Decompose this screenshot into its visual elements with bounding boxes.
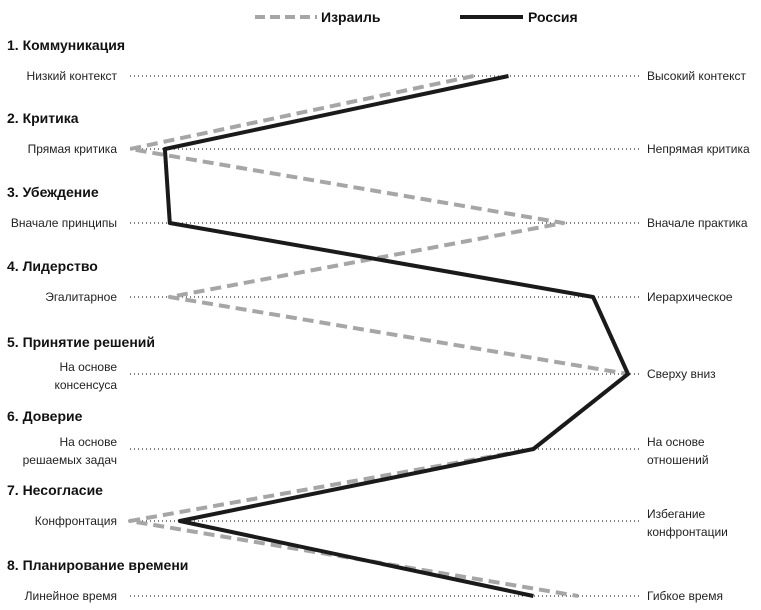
series-lines [128, 74, 630, 598]
right-pole-label: Высокий контекст [647, 69, 747, 83]
legend-label-1: Израиль [321, 9, 381, 25]
left-pole-label: Вначале принципы [11, 216, 117, 230]
series-line-1 [128, 74, 630, 598]
dimension-title: 6. Доверие [7, 408, 83, 424]
dimension-title: 7. Несогласие [7, 482, 103, 498]
right-pole-label: Сверху вниз [647, 367, 716, 381]
legend: Израиль Россия [255, 9, 578, 25]
dimension-title: 4. Лидерство [7, 258, 98, 274]
right-pole-label: конфронтации [647, 525, 728, 539]
right-pole-label: отношений [647, 453, 709, 467]
dimension-title: 5. Принятие решений [7, 334, 155, 350]
right-pole-label: Непрямая критика [647, 142, 750, 156]
dimension-row-6: 6. Доверие На основе решаемых задач На осно… [7, 408, 709, 467]
left-pole-label: Эгалитарное [45, 290, 117, 304]
dimension-title: 2. Критика [7, 110, 79, 126]
dimension-title: 8. Планирование времени [7, 557, 188, 573]
right-pole-label: Гибкое время [647, 589, 723, 603]
left-pole-label: На основе [59, 435, 117, 449]
dimension-title: 1. Коммуникация [7, 37, 125, 53]
left-pole-label: Низкий контекст [27, 69, 118, 83]
dimension-title: 3. Убеждение [7, 184, 99, 200]
legend-label-2: Россия [528, 9, 578, 25]
left-pole-label: Конфронтация [35, 514, 117, 528]
left-pole-label: консенсуса [54, 378, 117, 392]
series-line-2 [162, 74, 630, 598]
left-pole-label: решаемых задач [23, 453, 117, 467]
right-pole-label: Вначале практика [647, 216, 748, 230]
right-pole-label: Избегание [647, 507, 706, 521]
left-pole-label: Линейное время [25, 589, 117, 603]
left-pole-label: На основе [59, 360, 117, 374]
dimension-row-5: 5. Принятие решений На основе консенсуса Св… [7, 334, 716, 392]
right-pole-label: На основе [647, 435, 705, 449]
left-pole-label: Прямая критика [28, 142, 118, 156]
right-pole-label: Иерархическое [647, 290, 733, 304]
